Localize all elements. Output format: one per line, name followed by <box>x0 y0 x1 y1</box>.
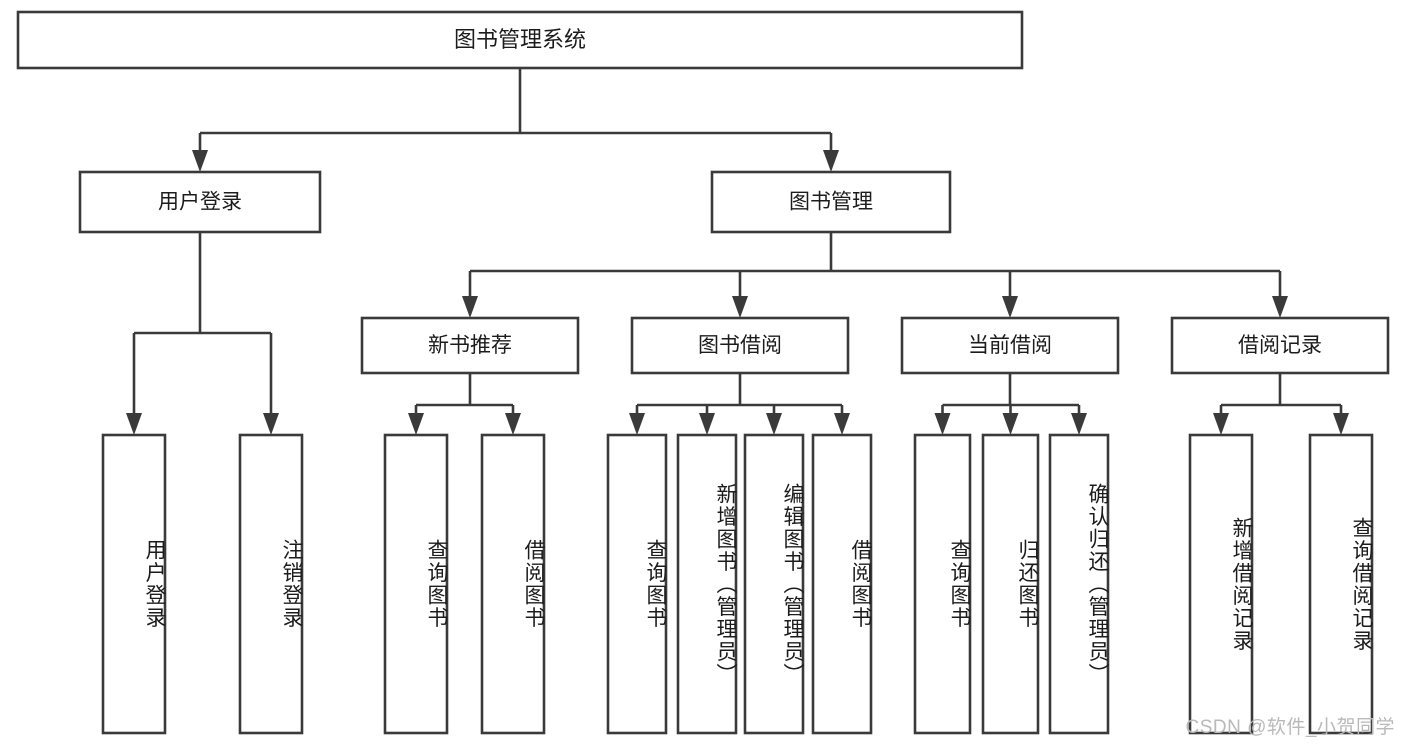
connector-arrowhead <box>1002 413 1019 435</box>
leaf-node-11 <box>1188 433 1254 735</box>
connector-arrowhead <box>1213 413 1229 435</box>
connector-arrowhead <box>1333 413 1349 435</box>
connector-arrowhead <box>766 413 782 435</box>
connector-arrowhead <box>126 413 142 435</box>
level3-node-1 <box>630 316 850 375</box>
connector-arrowhead <box>1002 296 1018 318</box>
leaf-node-rect <box>1188 433 1254 735</box>
level3-node-0 <box>360 316 580 375</box>
leaf-node-rect <box>1308 433 1374 735</box>
connector-arrowhead <box>1071 413 1087 435</box>
level3-node-rect <box>900 316 1120 375</box>
connector-arrowhead <box>823 150 839 172</box>
connector-arrowhead <box>699 413 715 435</box>
leaf-node-rect <box>238 433 304 735</box>
root-node-label: 图书管理系统 <box>454 27 586 52</box>
level3-node-rect <box>630 316 850 375</box>
level3-node-label: 图书借阅 <box>698 334 782 357</box>
leaf-node-0 <box>101 433 167 735</box>
leaf-node-12 <box>1308 433 1374 735</box>
root-node-0 <box>16 10 1024 70</box>
level3-node-2 <box>900 316 1120 375</box>
connector-arrowhead <box>934 413 951 435</box>
connector-arrowhead <box>629 413 645 435</box>
leaf-node-rect <box>101 433 167 735</box>
level3-node-3 <box>1170 316 1390 375</box>
level2-node-0 <box>78 170 322 234</box>
level2-node-label: 用户登录 <box>158 191 242 214</box>
csdn-watermark: CSDN @软件_小贺同学 <box>1185 717 1395 738</box>
connector-layer <box>126 68 1349 435</box>
leaf-node-9 <box>981 433 1040 735</box>
connector-arrowhead <box>408 413 424 435</box>
connector-arrowhead <box>462 296 478 318</box>
connector-arrowhead <box>192 150 208 172</box>
leaf-node-rect <box>676 433 738 735</box>
leaf-node-3 <box>480 433 546 735</box>
level3-node-rect <box>360 316 580 375</box>
box-layer <box>16 10 1390 735</box>
leaf-node-rect <box>913 433 972 735</box>
level2-node-1 <box>710 170 952 234</box>
leaf-node-4 <box>606 433 668 735</box>
leaf-node-8 <box>913 433 972 735</box>
leaf-node-rect <box>1048 433 1110 735</box>
leaf-node-5 <box>676 433 738 735</box>
leaf-node-1 <box>238 433 304 735</box>
leaf-node-6 <box>743 433 805 735</box>
leaf-node-10 <box>1048 433 1110 735</box>
level2-node-rect <box>710 170 952 234</box>
connector-arrowhead <box>834 413 850 435</box>
leaf-node-7 <box>811 433 873 735</box>
connector-arrowhead <box>263 413 279 435</box>
leaf-node-rect <box>480 433 546 735</box>
leaf-node-rect <box>811 433 873 735</box>
level3-node-label: 新书推荐 <box>428 334 512 357</box>
level3-node-label: 借阅记录 <box>1238 334 1322 357</box>
leaf-node-2 <box>383 433 449 735</box>
connector-arrowhead <box>1272 296 1288 318</box>
leaf-node-rect <box>981 433 1040 735</box>
leaf-node-rect <box>606 433 668 735</box>
level2-node-rect <box>78 170 322 234</box>
level3-node-rect <box>1170 316 1390 375</box>
leaf-node-rect <box>383 433 449 735</box>
root-node-rect <box>16 10 1024 70</box>
leaf-node-rect <box>743 433 805 735</box>
level2-node-label: 图书管理 <box>789 191 873 214</box>
connector-arrowhead <box>732 296 748 318</box>
level3-node-label: 当前借阅 <box>968 334 1052 357</box>
connector-arrowhead <box>505 413 521 435</box>
